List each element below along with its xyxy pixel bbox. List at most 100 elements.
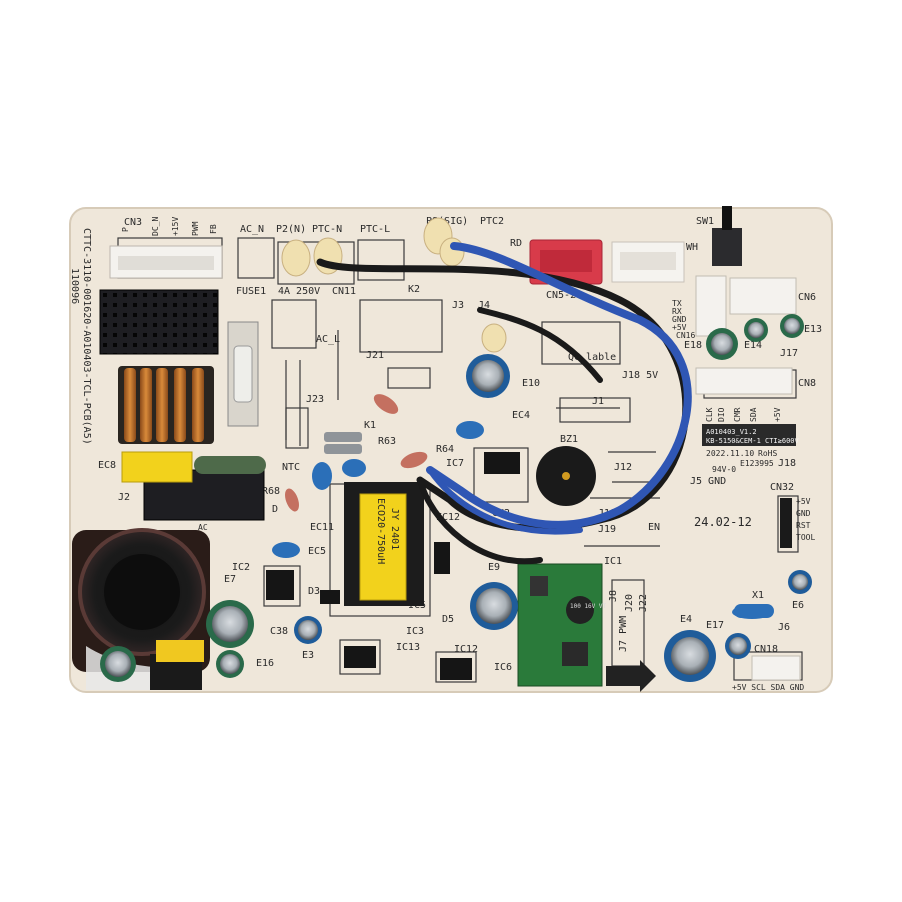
label-e18: E18 — [684, 340, 702, 351]
label-ic1: IC1 — [604, 556, 622, 567]
label-e17: E17 — [706, 620, 724, 631]
label-x1: X1 — [752, 590, 764, 601]
label-ptc2: PTC2 — [480, 216, 504, 227]
label-e3: E3 — [302, 650, 314, 661]
cn3-pin-label: +15V — [171, 217, 180, 236]
label-d5: D5 — [442, 614, 454, 625]
label-fuse1: FUSE1 — [236, 286, 266, 297]
label-cn3: CN3 — [124, 217, 142, 228]
label-j3: J3 — [452, 300, 464, 311]
silkscreen-version-text: A010403_V1.2 — [706, 428, 757, 436]
pcb-board — [69, 207, 833, 693]
capacitor-e6 — [788, 570, 812, 594]
label-ec12: EC12 — [436, 512, 460, 523]
label-ec11: EC11 — [310, 522, 334, 533]
capacitor-e10 — [466, 354, 510, 398]
label-wh: WH — [686, 242, 698, 253]
label-k1: K1 — [364, 420, 376, 431]
buzzer-bz1 — [536, 446, 596, 506]
label-j21: J21 — [366, 350, 384, 361]
label-ac: AC — [198, 523, 208, 532]
label-ic2: IC2 — [232, 562, 250, 573]
resistors — [285, 394, 428, 512]
ul-code-text: 94V-0 — [712, 465, 736, 474]
label-cn8: CN8 — [798, 378, 816, 389]
label-j22: J22 — [638, 594, 649, 612]
label-cn6: CN6 — [798, 292, 816, 303]
capacitor-e18 — [706, 328, 738, 360]
revision-text: 110096 — [69, 268, 80, 304]
label-qc: QC lable — [568, 352, 616, 363]
capacitor-e13 — [780, 314, 804, 338]
label-e4: E4 — [680, 614, 692, 625]
label-j18-5v: J18 5V — [622, 370, 658, 381]
e-number-text: E123995 — [740, 459, 774, 468]
header-cn32[interactable] — [780, 498, 792, 548]
cn8-pin-label: +5V — [773, 407, 782, 422]
label-d: D — [272, 504, 278, 515]
label-j23: J23 — [306, 394, 324, 405]
label-k2: K2 — [408, 284, 420, 295]
cn8-pin-label: SDA — [749, 407, 758, 422]
label-e9: E9 — [488, 562, 500, 573]
choke-coil — [118, 366, 214, 444]
label-cn18: CN18 — [754, 644, 778, 655]
capacitor-e14 — [744, 318, 768, 342]
label-ps-sig: PS(SIG) — [426, 216, 468, 227]
label-j20: J20 — [624, 594, 635, 612]
connector-cn5-2[interactable] — [529, 239, 603, 285]
direction-arrow — [606, 660, 656, 692]
cn8-pin-label: CMR — [733, 407, 742, 422]
tx-label: TX — [672, 299, 682, 308]
label-ac-l: AC_L — [316, 334, 340, 345]
connector-cn6[interactable] — [729, 277, 797, 315]
label-rd: RD — [510, 238, 522, 249]
label-ic6: IC6 — [494, 662, 512, 673]
label-j2: J2 — [118, 492, 130, 503]
transformer-marking: ECO20-750uH — [375, 498, 386, 564]
label-e10: E10 — [522, 378, 540, 389]
label-ptc-l: PTC-L — [360, 224, 390, 235]
cn3-pin-label: P — [121, 227, 130, 232]
daughter-board-green: 100 16V VT — [517, 563, 607, 687]
label-e14: E14 — [744, 340, 762, 351]
date-code-text: 24.02-12 — [694, 515, 752, 529]
label-j1: J1 — [592, 396, 604, 407]
capacitor-e9 — [470, 582, 518, 630]
capacitor-e7 — [206, 600, 254, 648]
label-ic13: IC13 — [396, 642, 420, 653]
label-cn5-2: CN5-2 — [546, 290, 576, 301]
connector-cn18[interactable] — [751, 655, 801, 681]
cn32-pin-label: GND — [796, 509, 811, 518]
capacitor-e3 — [294, 616, 322, 644]
silkscreen-text: CTTC-3110-001620-A010403-TCL-PCB(A5) 110… — [69, 216, 822, 692]
gnd-label: GND — [672, 315, 687, 324]
switch-sw1[interactable] — [712, 206, 742, 266]
connector-cn8[interactable] — [695, 367, 793, 395]
label-ic7: IC7 — [446, 458, 464, 469]
label-cn11: CN11 — [332, 286, 356, 297]
capacitor-e17 — [725, 633, 751, 659]
capacitor-ec8-yellow — [121, 451, 193, 483]
connector-cn16[interactable] — [695, 275, 727, 337]
connector-cn3[interactable] — [109, 245, 223, 279]
label-sw1: SW1 — [696, 216, 714, 227]
label-e6: E6 — [792, 600, 804, 611]
crystal-x1 — [734, 604, 774, 618]
label-e16: E16 — [256, 658, 274, 669]
label-j4: J4 — [478, 300, 490, 311]
transformer-sub-marking: JY 2401 — [389, 508, 400, 550]
label-d3: D3 — [308, 586, 320, 597]
capacitor-marking-text: 100 16V VT — [570, 603, 607, 610]
cn8-pin-label: CLK — [705, 407, 714, 422]
label-e13: E13 — [804, 324, 822, 335]
label-ec5: EC5 — [308, 546, 326, 557]
cn32-pin-label: TOOL — [796, 533, 815, 542]
label-ic3: IC3 — [406, 626, 424, 637]
capacitor-e16 — [216, 650, 244, 678]
ic-chips — [266, 452, 520, 680]
label-cn32: CN32 — [770, 482, 794, 493]
cn32-pin-label: RST — [796, 521, 811, 530]
connector-wh[interactable] — [611, 241, 685, 283]
